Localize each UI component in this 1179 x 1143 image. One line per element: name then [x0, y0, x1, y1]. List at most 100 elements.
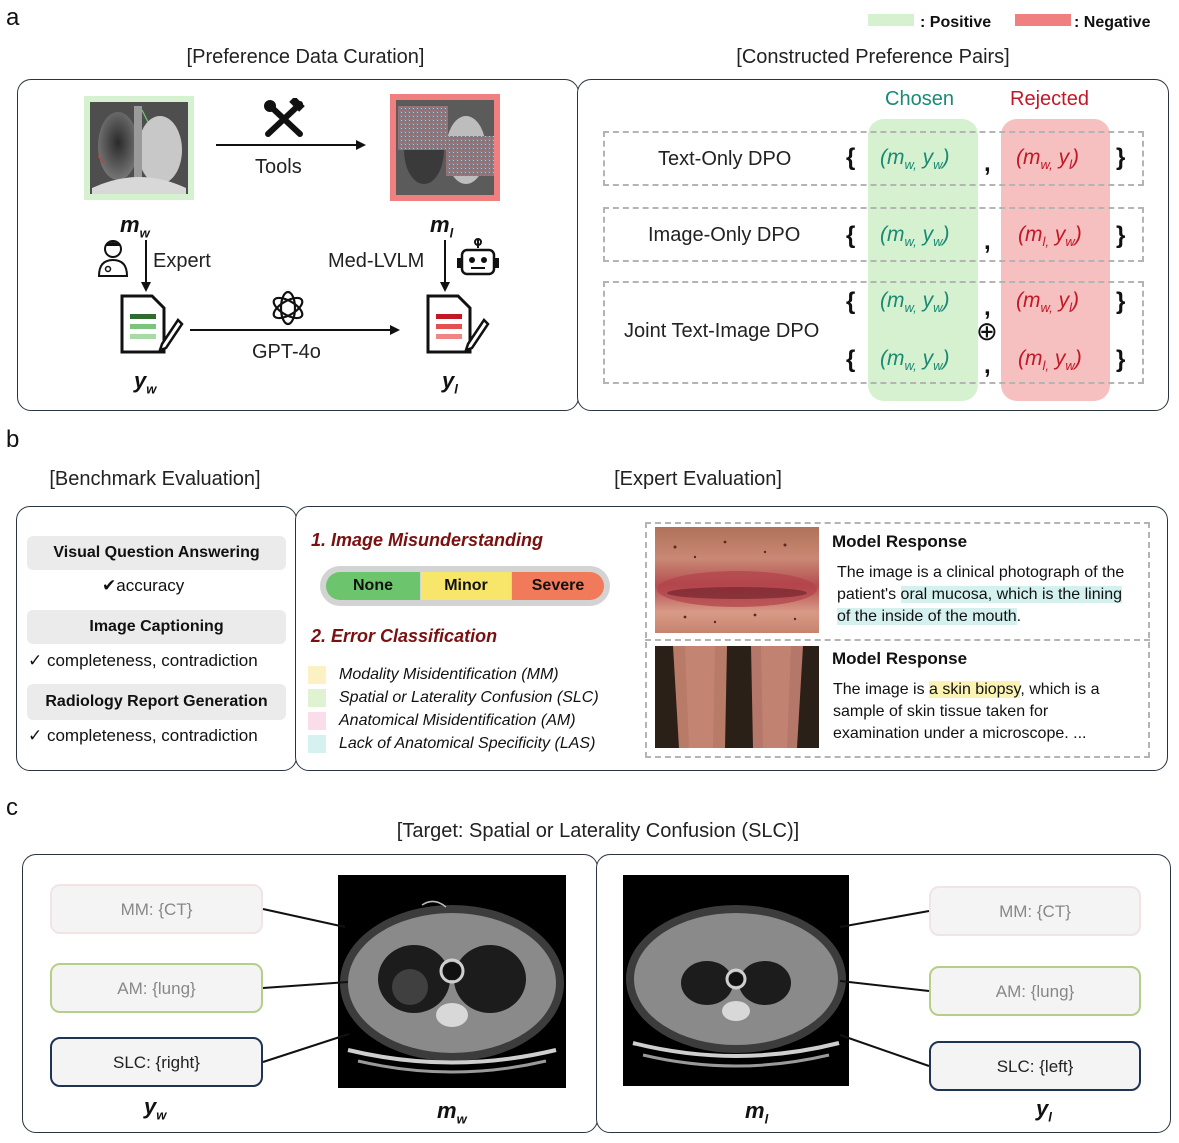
ct-scan-negative: [623, 875, 849, 1086]
tag-right-slc: SLC: {left}: [929, 1041, 1141, 1091]
ml-label-c: ml: [745, 1098, 768, 1126]
ml-label: ml: [430, 212, 453, 240]
row-text-only: [603, 131, 1144, 186]
yl-base-c: y: [1036, 1096, 1049, 1121]
yl-base: y: [442, 368, 455, 393]
row-label-image-only: Image-Only DPO: [648, 224, 801, 246]
gpt-label: GPT-4o: [252, 341, 321, 363]
row-image-only: [603, 207, 1144, 262]
comma: ,: [984, 228, 991, 255]
error-mm: Modality Misidentification (MM): [339, 666, 559, 683]
yw-label-c: yw: [144, 1094, 166, 1122]
response-2-part2: , which is a sample of skin tissue taken…: [833, 681, 1100, 742]
response-text-1: The image is a clinical photograph of th…: [837, 562, 1137, 628]
legend-positive-label: : Positive: [920, 14, 992, 31]
forearm-photo: [655, 646, 819, 748]
severity-none: None: [326, 572, 420, 600]
plus-icon: ⊕: [976, 316, 998, 346]
error-las: Lack of Anatomical Specificity (LAS): [339, 735, 596, 752]
chest-xray-positive: [84, 96, 194, 200]
close-brace: }: [1116, 222, 1126, 249]
pair-chosen-3: (mw, yw): [880, 289, 950, 316]
mw-sub: w: [139, 225, 150, 241]
error-am: Anatomical Misidentification (AM): [339, 712, 576, 729]
yl-sub: l: [454, 381, 458, 397]
response-1-part1: The image is a clinical photograph of th…: [837, 564, 1125, 603]
task-captioning-metric: ✓ completeness, contradiction: [28, 651, 258, 670]
tools-label: Tools: [255, 156, 302, 178]
ml-sub-c: l: [764, 1111, 769, 1127]
document-negative-icon: [426, 294, 490, 354]
close-brace: }: [1116, 346, 1126, 373]
task-vqa-metric: ✔accuracy: [102, 576, 185, 595]
medlvlm-label: Med-LVLM: [328, 250, 425, 272]
open-brace: {: [846, 346, 856, 373]
bench-title: [Benchmark Evaluation]: [49, 468, 261, 490]
pair-rejected-1: (mw, yl): [1016, 146, 1080, 173]
pair-rejected-3: (mw, yl): [1016, 289, 1080, 316]
mw-base-c: m: [437, 1098, 457, 1123]
row-joint: [603, 281, 1144, 384]
gpt-icon: [272, 290, 304, 326]
task-vqa: Visual Question Answering: [27, 536, 286, 570]
task-captioning: Image Captioning: [27, 610, 286, 644]
panel-letter-b: b: [6, 426, 20, 453]
yw-sub: w: [146, 381, 157, 397]
open-brace: {: [846, 288, 856, 315]
pairs-title: [Constructed Preference Pairs]: [736, 46, 1010, 68]
legend-negative-label: : Negative: [1074, 14, 1151, 31]
pair-chosen-1: (mw, yw): [880, 146, 950, 173]
open-brace: {: [846, 222, 856, 249]
response-title-2: Model Response: [832, 649, 968, 668]
chest-xray-negative: [390, 94, 500, 201]
image-misunderstanding-heading: 1. Image Misunderstanding: [311, 530, 544, 550]
pair-chosen-2: (mw, yw): [880, 223, 950, 250]
swatch-am: [308, 712, 326, 730]
arrow-gpt: [190, 325, 400, 335]
mw-label: mw: [120, 212, 150, 240]
panel-letter-c: c: [6, 794, 18, 821]
response-divider: [645, 639, 1150, 641]
pair-rejected-4: (ml, yw): [1018, 347, 1082, 374]
yw-sub-c: w: [156, 1107, 167, 1123]
chosen-header: Chosen: [885, 88, 954, 110]
legend-positive-swatch: [868, 14, 914, 26]
tag-left-am: AM: {lung}: [50, 963, 263, 1013]
panel-letter-a: a: [6, 4, 20, 31]
pair-chosen-4: (mw, yw): [880, 347, 950, 374]
ct-scan-positive: [338, 875, 566, 1088]
tag-left-mm: MM: {CT}: [50, 884, 263, 934]
severity-severe: Severe: [512, 572, 604, 600]
arrow-tools: [216, 140, 366, 150]
mw-base: m: [120, 212, 140, 237]
yw-base-c: y: [144, 1094, 157, 1119]
mw-label-c: mw: [437, 1098, 467, 1126]
task-report-metric: ✓ completeness, contradiction: [28, 726, 258, 745]
expert-title: [Expert Evaluation]: [614, 468, 782, 490]
yl-label: yl: [442, 368, 458, 396]
tools-icon: [264, 98, 305, 137]
close-brace: }: [1116, 144, 1126, 171]
tag-right-mm: MM: {CT}: [929, 886, 1141, 936]
error-classification-heading: 2. Error Classification: [311, 626, 498, 646]
swatch-mm: [308, 666, 326, 684]
ml-base-c: m: [745, 1098, 765, 1123]
swatch-las: [308, 735, 326, 753]
rejected-header: Rejected: [1010, 88, 1089, 110]
tag-left-slc: SLC: {right}: [50, 1037, 263, 1087]
curation-title: [Preference Data Curation]: [186, 46, 425, 68]
yw-base: y: [134, 368, 147, 393]
lip-photo: [655, 527, 819, 633]
ml-sub: l: [449, 225, 454, 241]
arrow-expert: [141, 240, 151, 292]
response-title-1: Model Response: [832, 532, 968, 551]
severity-minor: Minor: [421, 572, 511, 600]
legend-negative-swatch: [1015, 14, 1071, 26]
target-title: [Target: Spatial or Laterality Confusion…: [396, 820, 800, 842]
arrow-medlvlm: [440, 240, 450, 292]
ml-base: m: [430, 212, 450, 237]
swatch-slc: [308, 689, 326, 707]
comma: ,: [984, 294, 991, 321]
yw-label: yw: [134, 368, 156, 396]
open-brace: {: [846, 144, 856, 171]
